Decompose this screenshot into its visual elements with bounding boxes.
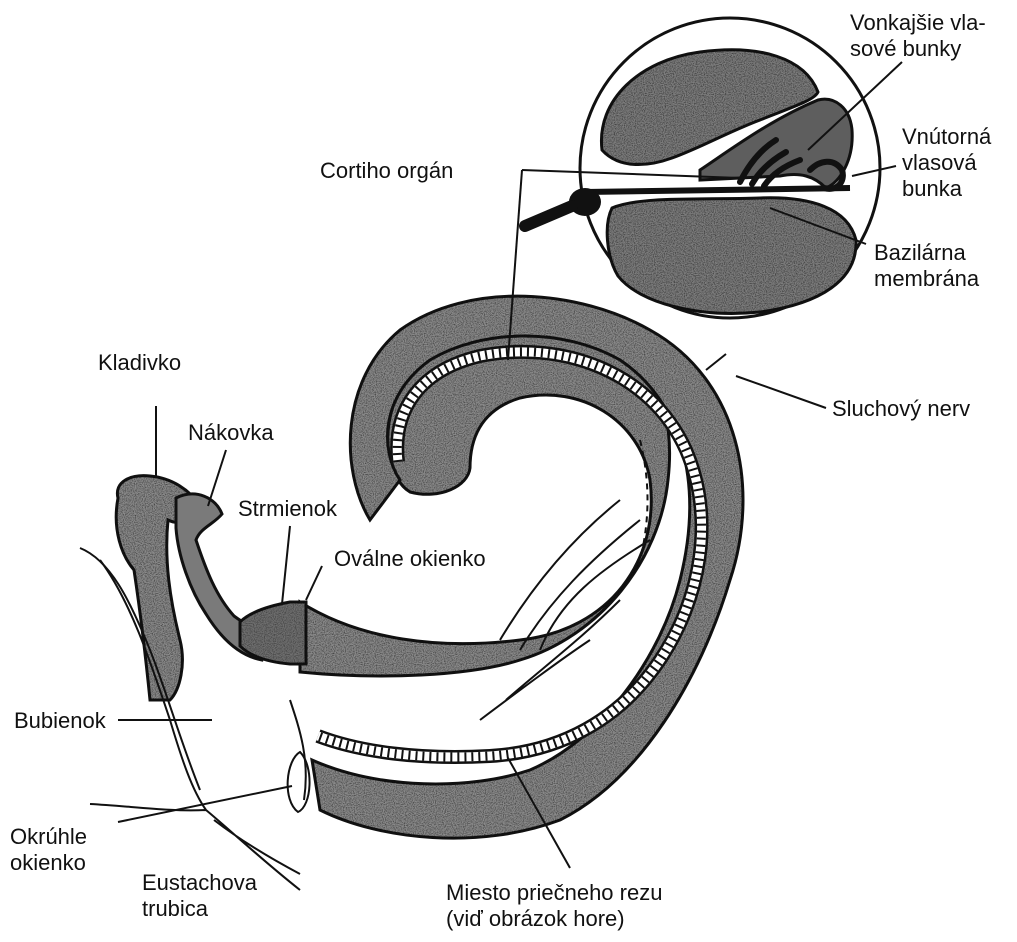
label-eardrum: Bubienok: [14, 708, 106, 734]
label-section-site-line2: (viď obrázok hore): [446, 906, 662, 932]
label-outer-hair-cells-line2: sové bunky: [850, 36, 986, 62]
label-eustachian-tube-line2: trubica: [142, 896, 257, 922]
label-oval-window: Oválne okienko: [334, 546, 486, 572]
label-auditory-nerve: Sluchový nerv: [832, 396, 970, 422]
label-eustachian-tube: Eustachova trubica: [142, 870, 257, 922]
label-stapes: Strmienok: [238, 496, 337, 522]
label-corti-organ: Cortiho orgán: [320, 158, 453, 184]
label-eustachian-tube-line1: Eustachova: [142, 870, 257, 896]
label-inner-hair-cell: Vnútorná vlasová bunka: [902, 124, 991, 202]
label-basilar-membrane-line2: membrána: [874, 266, 979, 292]
label-basilar-membrane-line1: Bazilárna: [874, 240, 979, 266]
middle-ear: [80, 476, 310, 890]
label-inner-hair-cell-line2: vlasová: [902, 150, 991, 176]
label-incus: Nákovka: [188, 420, 274, 446]
cross-section-inset: [525, 18, 880, 318]
label-inner-hair-cell-line3: bunka: [902, 176, 991, 202]
label-round-window-line1: Okrúhle: [10, 824, 87, 850]
label-outer-hair-cells-line1: Vonkajšie vla-: [850, 10, 986, 36]
label-malleus: Kladivko: [98, 350, 181, 376]
nerve-fibers: [480, 500, 650, 720]
label-section-site-line1: Miesto priečneho rezu: [446, 880, 662, 906]
label-round-window-line2: okienko: [10, 850, 87, 876]
label-round-window: Okrúhle okienko: [10, 824, 87, 876]
label-section-site: Miesto priečneho rezu (viď obrázok hore): [446, 880, 662, 932]
label-inner-hair-cell-line1: Vnútorná: [902, 124, 991, 150]
label-basilar-membrane: Bazilárna membrána: [874, 240, 979, 292]
label-outer-hair-cells: Vonkajšie vla- sové bunky: [850, 10, 986, 62]
